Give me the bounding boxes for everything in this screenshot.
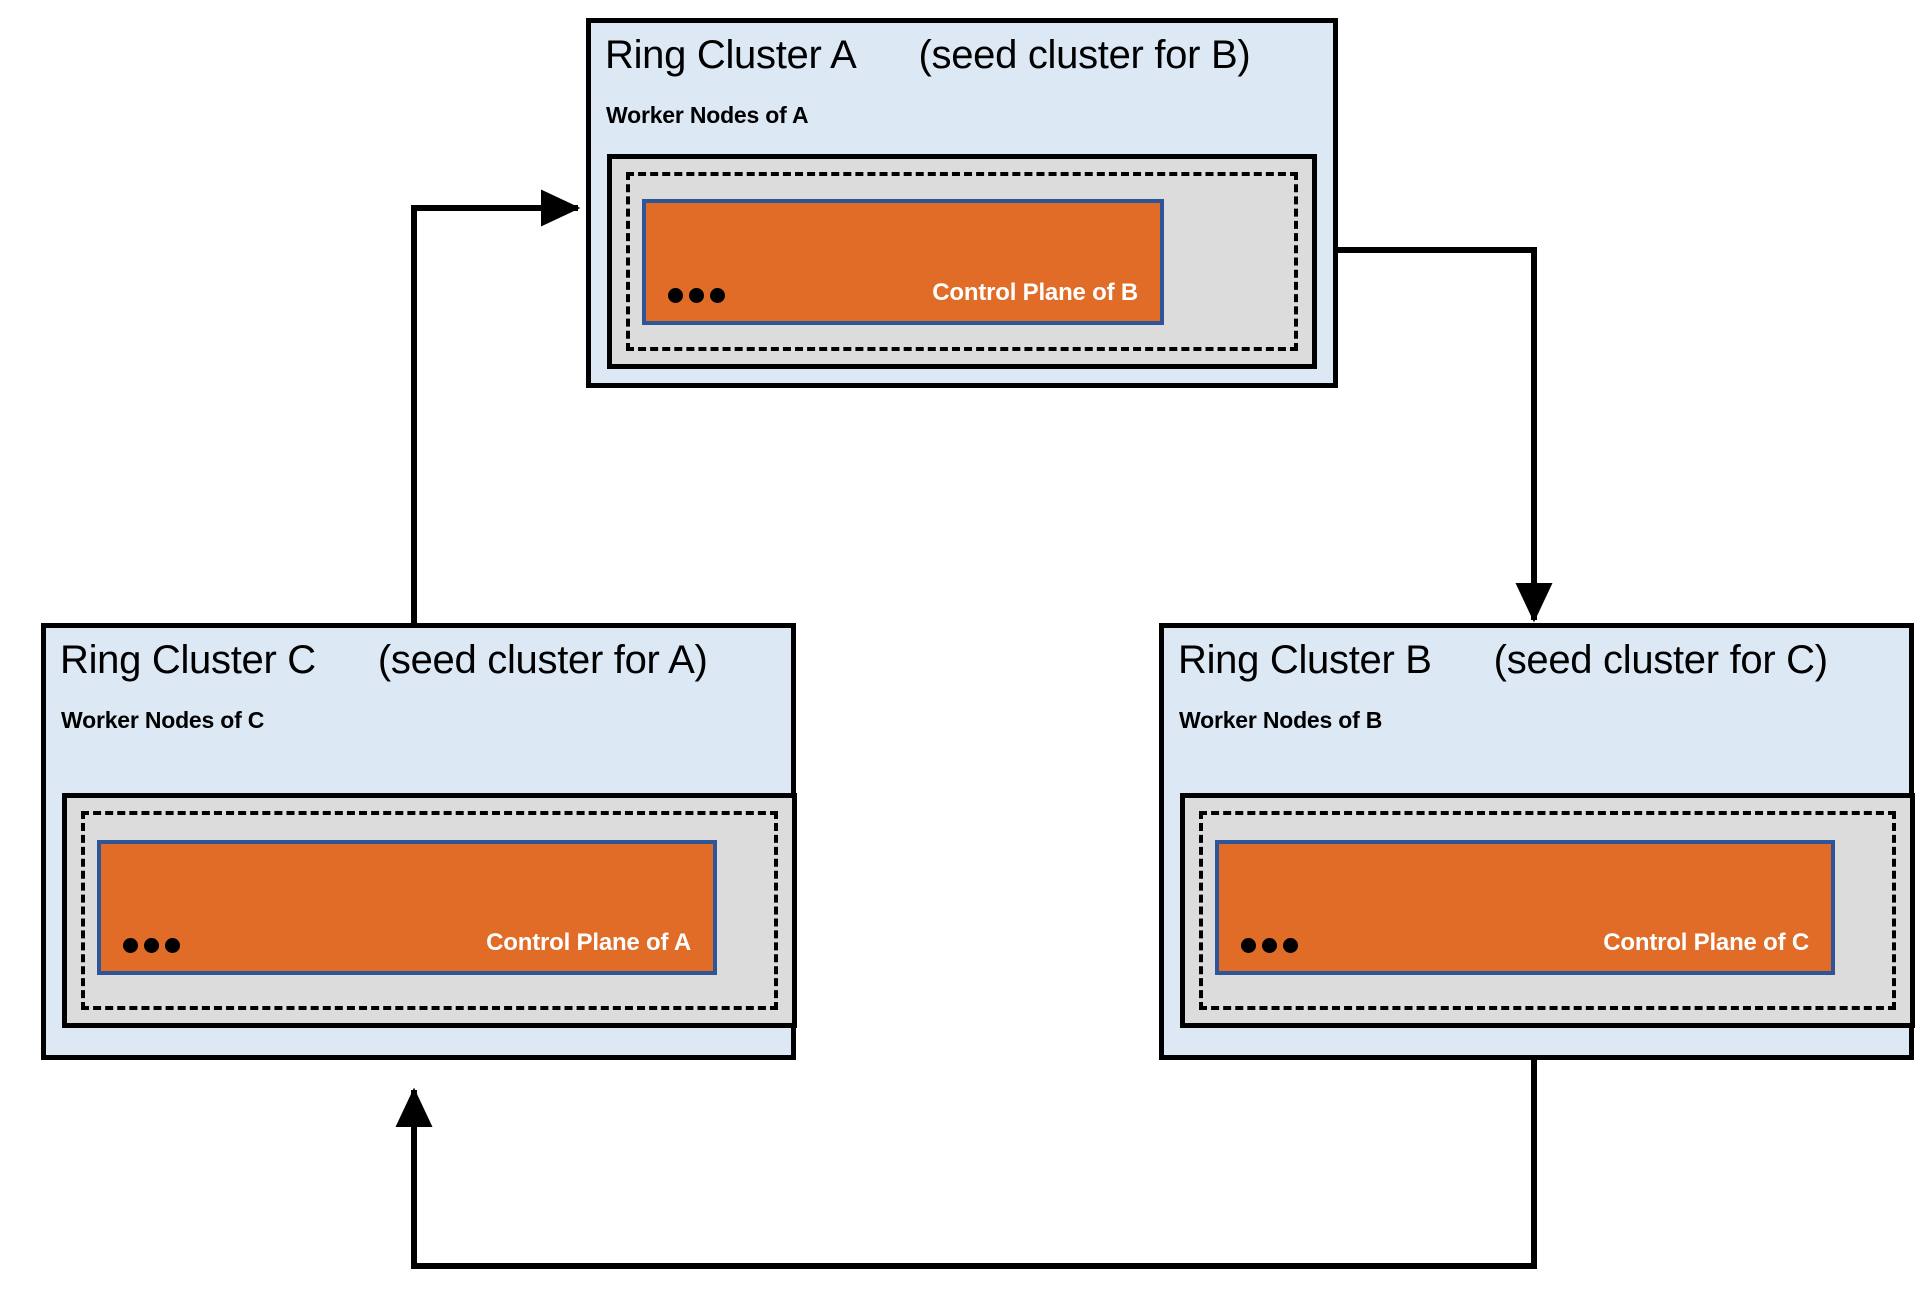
cluster-a[interactable]: Ring Cluster A (seed cluster for B) Work… [586, 18, 1338, 388]
cluster-c-name: Ring Cluster C [60, 638, 316, 682]
cluster-a-title: Ring Cluster A (seed cluster for B) [591, 23, 1333, 78]
cluster-a-control-plane-label: Control Plane of B [932, 279, 1138, 306]
cluster-c[interactable]: Ring Cluster C (seed cluster for A) Work… [41, 623, 797, 1060]
cluster-b-control-plane[interactable]: Control Plane of C [1215, 840, 1835, 975]
cluster-c-control-plane-label: Control Plane of A [486, 929, 691, 956]
connector-c-to-a [411, 189, 581, 623]
cluster-a-seed-note: (seed cluster for B) [918, 33, 1251, 77]
ellipsis-icon [668, 288, 725, 303]
cluster-c-worker-boundary [81, 811, 778, 1010]
cluster-c-worker-box: Control Plane of A [62, 793, 797, 1028]
connector-a-to-b [1333, 247, 1553, 623]
cluster-b-worker-boundary [1199, 811, 1896, 1010]
ellipsis-icon [1241, 938, 1298, 953]
connector-b-to-c [395, 1055, 1537, 1269]
cluster-b-name: Ring Cluster B [1178, 638, 1432, 682]
cluster-a-control-plane[interactable]: Control Plane of B [642, 199, 1164, 325]
cluster-a-worker-boundary [626, 172, 1298, 351]
cluster-c-title: Ring Cluster C (seed cluster for A) [46, 628, 791, 683]
cluster-b-seed-note: (seed cluster for C) [1493, 638, 1828, 682]
cluster-a-worker-label: Worker Nodes of A [606, 102, 809, 128]
ellipsis-icon [123, 938, 180, 953]
cluster-c-seed-note: (seed cluster for A) [377, 638, 708, 682]
cluster-b-worker-box: Control Plane of C [1180, 793, 1915, 1028]
cluster-a-name: Ring Cluster A [605, 33, 857, 77]
cluster-b[interactable]: Ring Cluster B (seed cluster for C) Work… [1159, 623, 1915, 1060]
cluster-c-control-plane[interactable]: Control Plane of A [97, 840, 717, 975]
cluster-c-worker-label: Worker Nodes of C [61, 707, 265, 733]
cluster-b-worker-label: Worker Nodes of B [1179, 707, 1383, 733]
cluster-b-title: Ring Cluster B (seed cluster for C) [1164, 628, 1909, 683]
cluster-b-control-plane-label: Control Plane of C [1603, 929, 1809, 956]
cluster-a-worker-box: Control Plane of B [607, 154, 1317, 369]
